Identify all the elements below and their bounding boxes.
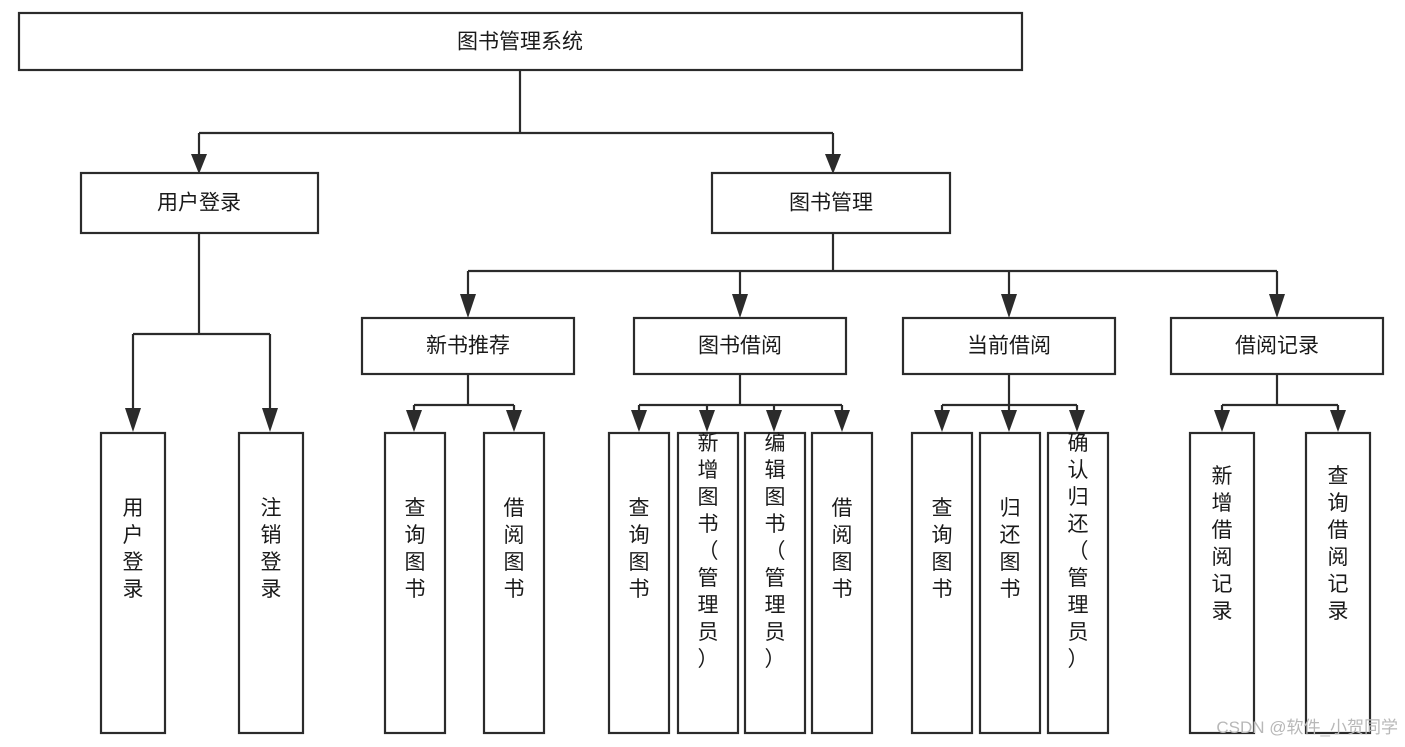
arrow-to-leaf-query-record — [1330, 410, 1346, 432]
node-l3-new-book-rec[interactable]: 新书推荐 — [360, 316, 576, 376]
arrow-to-leaf-add-book — [699, 410, 715, 432]
node-l3-book-borrow[interactable]: 图书借阅 — [632, 316, 848, 376]
node-leaf-return-book-label: 归还图书 — [1000, 497, 1021, 601]
node-l3-current-borrow-box[interactable] — [901, 316, 1117, 376]
node-leaf-query-book-b-box[interactable] — [607, 431, 671, 735]
node-l2-user-login-label: 用户登录 — [157, 192, 241, 215]
node-leaf-query-record-box[interactable] — [1304, 431, 1372, 735]
node-root-label: 图书管理系统 — [457, 31, 583, 54]
edge-user-login-bus — [131, 233, 272, 412]
node-l3-borrow-record-box[interactable] — [1169, 316, 1385, 376]
node-leaf-query-book-a[interactable]: 查询图书 — [383, 431, 447, 735]
arrow-to-leaf-edit-book — [766, 410, 782, 432]
node-leaf-return-book[interactable]: 归还图书 — [978, 431, 1042, 735]
node-l3-new-book-rec-label: 新书推荐 — [426, 335, 510, 358]
arrow-to-book-borrow — [732, 294, 748, 318]
node-leaf-borrow-book-a-box[interactable] — [482, 431, 546, 735]
node-leaf-add-record-label: 新增借阅记录 — [1212, 465, 1233, 623]
node-leaf-confirm-return-box[interactable] — [1046, 431, 1110, 735]
arrow-to-leaf-logout — [262, 408, 278, 432]
arrow-to-leaf-confirm-return — [1069, 410, 1085, 432]
node-leaf-confirm-return[interactable]: 确认归还（管理员） — [1046, 431, 1110, 735]
node-leaf-add-book-box[interactable] — [676, 431, 740, 735]
node-l2-book-mgmt[interactable]: 图书管理 — [710, 171, 952, 235]
node-l3-book-borrow-label: 图书借阅 — [698, 335, 782, 358]
node-leaf-query-book-a-label: 查询图书 — [405, 497, 426, 601]
arrow-to-leaf-query-book-c — [934, 410, 950, 432]
edge-root-bus — [197, 70, 835, 160]
node-leaf-query-book-c[interactable]: 查询图书 — [910, 431, 974, 735]
arrow-to-leaf-return-book — [1001, 410, 1017, 432]
node-leaf-query-book-c-label: 查询图书 — [932, 497, 953, 601]
node-l2-book-mgmt-label: 图书管理 — [789, 192, 873, 215]
node-leaf-borrow-book-b-box[interactable] — [810, 431, 874, 735]
node-leaf-borrow-book-a[interactable]: 借阅图书 — [482, 431, 546, 735]
node-leaf-add-book-label: 新增图书（管理员） — [698, 432, 719, 671]
node-l2-user-login[interactable]: 用户登录 — [79, 171, 320, 235]
node-leaf-logout-label: 注销登录 — [261, 497, 282, 601]
node-leaf-user-login-label: 用户登录 — [123, 497, 144, 601]
edge-new-book-rec-bus — [412, 374, 516, 414]
edge-current-borrow-bus — [940, 374, 1079, 414]
arrow-to-user-login — [191, 154, 207, 174]
node-leaf-query-book-a-box[interactable] — [383, 431, 447, 735]
node-leaf-return-book-box[interactable] — [978, 431, 1042, 735]
node-leaf-borrow-book-a-label: 借阅图书 — [504, 497, 525, 601]
arrow-to-leaf-borrow-book-a — [506, 410, 522, 432]
node-leaf-logout-box[interactable] — [237, 431, 305, 735]
arrow-to-leaf-query-book-a — [406, 410, 422, 432]
node-leaf-add-book[interactable]: 新增图书（管理员） — [676, 431, 740, 735]
node-leaf-borrow-book-b-label: 借阅图书 — [832, 497, 853, 601]
node-leaf-query-record-label: 查询借阅记录 — [1328, 465, 1349, 623]
node-leaf-edit-book-box[interactable] — [743, 431, 807, 735]
node-leaf-query-book-b-label: 查询图书 — [629, 497, 650, 601]
node-l3-book-borrow-box[interactable] — [632, 316, 848, 376]
arrow-to-borrow-record — [1269, 294, 1285, 318]
node-root[interactable]: 图书管理系统 — [17, 11, 1024, 72]
node-leaf-logout[interactable]: 注销登录 — [237, 431, 305, 735]
arrow-to-new-book-rec — [460, 294, 476, 318]
csdn-watermark: CSDN @软件_小贺同学 — [1216, 718, 1398, 737]
node-leaf-edit-book[interactable]: 编辑图书（管理员） — [743, 431, 807, 735]
node-l2-user-login-box[interactable] — [79, 171, 320, 235]
node-leaf-query-book-b[interactable]: 查询图书 — [607, 431, 671, 735]
connector-layer — [125, 70, 1346, 432]
arrow-to-book-mgmt — [825, 154, 841, 174]
node-leaf-add-record-box[interactable] — [1188, 431, 1256, 735]
edge-borrow-record-bus — [1220, 374, 1340, 414]
node-leaf-query-book-c-box[interactable] — [910, 431, 974, 735]
node-leaf-user-login-box[interactable] — [99, 431, 167, 735]
node-l3-borrow-record[interactable]: 借阅记录 — [1169, 316, 1385, 376]
arrow-to-leaf-query-book-b — [631, 410, 647, 432]
arrow-to-leaf-borrow-book-b — [834, 410, 850, 432]
node-l2-book-mgmt-box[interactable] — [710, 171, 952, 235]
node-leaf-edit-book-label: 编辑图书（管理员） — [765, 432, 786, 671]
arrow-to-leaf-add-record — [1214, 410, 1230, 432]
node-l3-new-book-rec-box[interactable] — [360, 316, 576, 376]
node-leaf-borrow-book-b[interactable]: 借阅图书 — [810, 431, 874, 735]
node-root-box[interactable] — [17, 11, 1024, 72]
node-leaf-confirm-return-label: 确认归还（管理员） — [1068, 432, 1089, 671]
arrow-to-current-borrow — [1001, 294, 1017, 318]
arrow-to-leaf-user-login — [125, 408, 141, 432]
node-leaf-user-login[interactable]: 用户登录 — [99, 431, 167, 735]
node-l3-borrow-record-label: 借阅记录 — [1235, 335, 1319, 358]
edge-book-mgmt-bus — [466, 233, 1279, 296]
node-leaf-add-record[interactable]: 新增借阅记录 — [1188, 431, 1256, 735]
node-l3-current-borrow-label: 当前借阅 — [967, 335, 1051, 358]
node-leaf-query-record[interactable]: 查询借阅记录 — [1304, 431, 1372, 735]
node-l3-current-borrow[interactable]: 当前借阅 — [901, 316, 1117, 376]
edge-book-borrow-bus — [637, 374, 844, 414]
